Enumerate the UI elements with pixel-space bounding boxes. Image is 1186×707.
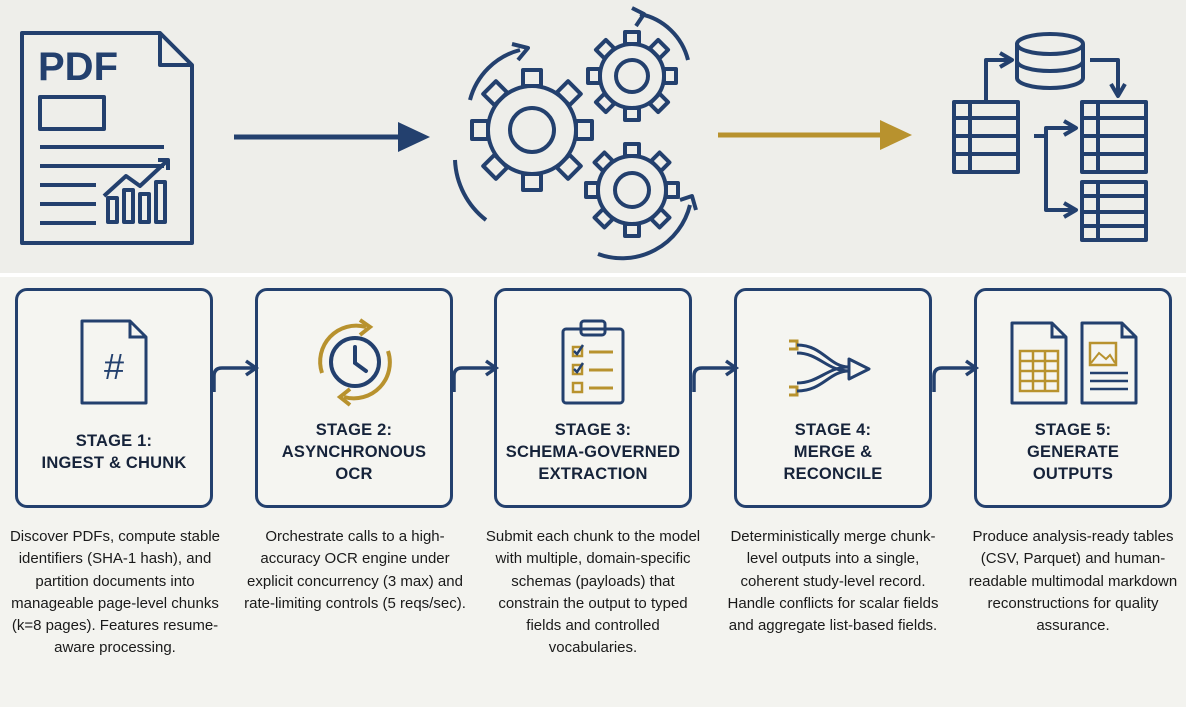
stage-5-card: STAGE 5: GENERATE OUTPUTS: [974, 288, 1172, 508]
stage-title-line: GENERATE: [1026, 443, 1120, 461]
merge-arrows-icon: [789, 339, 871, 397]
clipboard-checklist-icon: [561, 319, 625, 405]
stage-4-card: STAGE 4: MERGE & RECONCILE: [734, 288, 932, 508]
stage-title-line: SCHEMA-GOVERNED: [505, 443, 681, 461]
output-documents-icon: [1010, 321, 1138, 405]
stage-title-line: MERGE &: [793, 443, 873, 461]
stage-title: STAGE 2: ASYNCHRONOUS OCR: [258, 419, 450, 485]
stage-2-card: STAGE 2: ASYNCHRONOUS OCR: [255, 288, 453, 508]
stage-title-line: RECONCILE: [783, 465, 883, 483]
stage-title-line: EXTRACTION: [538, 465, 648, 483]
stage-title-line: INGEST & CHUNK: [41, 454, 187, 472]
stage-2-description: Orchestrate calls to a high-accuracy OCR…: [244, 528, 466, 612]
clock-cycle-icon: [318, 318, 392, 407]
stage-title: STAGE 1: INGEST & CHUNK: [18, 430, 210, 474]
hash-document-icon: #: [80, 319, 148, 405]
stage-title: STAGE 5: GENERATE OUTPUTS: [977, 419, 1169, 485]
pipeline-overview-banner: PDF: [0, 0, 1186, 273]
stage-title: STAGE 3: SCHEMA-GOVERNED EXTRACTION: [497, 419, 689, 485]
stage-title-line: STAGE 5:: [1034, 421, 1112, 439]
svg-text:#: #: [104, 346, 124, 387]
pdf-document-icon: [20, 31, 194, 245]
stage-3-card: STAGE 3: SCHEMA-GOVERNED EXTRACTION: [494, 288, 692, 508]
stage-1-description: Discover PDFs, compute stable identifier…: [9, 528, 221, 657]
navy-flow-arrow: [234, 122, 430, 152]
stage-title-line: STAGE 2:: [315, 421, 393, 439]
stage-title-line: OCR: [335, 465, 373, 483]
pipeline-overview-graphic: PDF: [20, 6, 1148, 261]
stage-connector-arrow-icon: [452, 359, 500, 392]
stage-1-card: # STAGE 1: INGEST & CHUNK: [15, 288, 213, 508]
stage-title-line: ASYNCHRONOUS: [281, 443, 427, 461]
stage-title-line: STAGE 4:: [794, 421, 872, 439]
database-tables-icon: [952, 32, 1148, 242]
gears-processing-icon: [453, 6, 698, 261]
stage-5-description: Produce analysis-ready tables (CSV, Parq…: [968, 528, 1178, 635]
stage-connector-arrow-icon: [212, 359, 260, 392]
stage-3-description: Submit each chunk to the model with mult…: [485, 528, 701, 657]
pdf-label: PDF: [38, 45, 118, 89]
stage-connector-arrow-icon: [692, 359, 740, 392]
stage-connector-arrow-icon: [932, 359, 980, 392]
stage-title: STAGE 4: MERGE & RECONCILE: [737, 419, 929, 485]
gold-flow-arrow: [718, 120, 912, 150]
stage-title-line: OUTPUTS: [1032, 465, 1114, 483]
stage-title-line: STAGE 3:: [554, 421, 632, 439]
stage-title-line: STAGE 1:: [75, 432, 153, 450]
stage-4-description: Deterministically merge chunk-level outp…: [727, 528, 939, 635]
